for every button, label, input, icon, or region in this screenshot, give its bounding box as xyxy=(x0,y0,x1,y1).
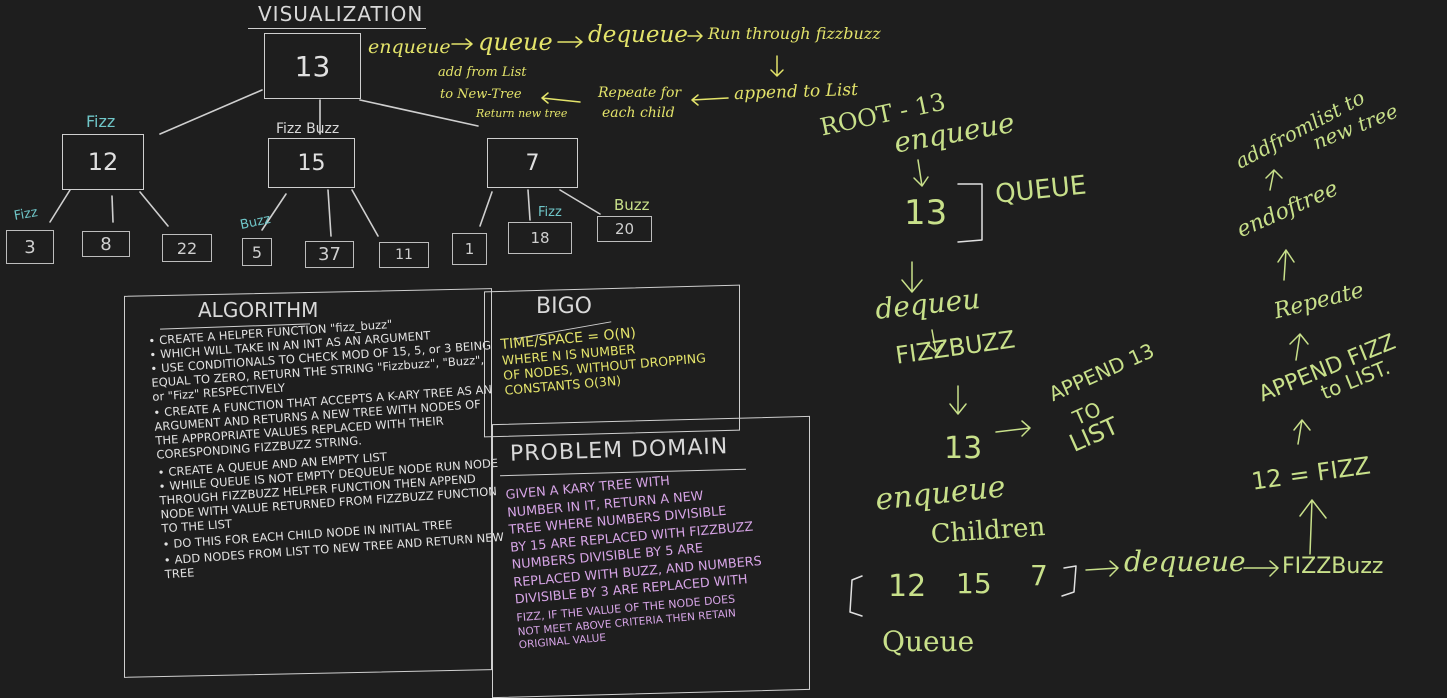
tree-leaf-1-value: 1 xyxy=(464,240,475,258)
node-15-tag: Fizz Buzz xyxy=(276,121,340,137)
walk-queue-value: 13 xyxy=(904,193,948,233)
tree-root-value: 13 xyxy=(294,49,331,83)
tree-leaf-20-value: 20 xyxy=(614,220,635,238)
tree-root-node: 13 xyxy=(264,33,361,99)
walk-dequeue-2: dequeue xyxy=(1124,545,1246,578)
tree-node-7-value: 7 xyxy=(525,150,540,176)
flow-queue: queue xyxy=(478,28,553,56)
tree-leaf-22-value: 22 xyxy=(176,238,198,258)
walk-queue-item-7: 7 xyxy=(1030,559,1048,592)
tree-leaf-22: 22 xyxy=(162,234,212,262)
tree-leaf-20: 20 xyxy=(597,216,652,242)
tree-leaf-8-value: 8 xyxy=(100,233,112,255)
flow-addlist-2: to New-Tree xyxy=(440,87,522,102)
problem-domain-text: GIVEN A KARY TREE WITH NUMBER IN IT, RET… xyxy=(505,461,818,653)
algorithm-list: CREATE A HELPER FUNCTION "fizz_buzz" WHI… xyxy=(148,310,509,581)
flow-enqueue: enqueue xyxy=(368,36,451,58)
tree-leaf-11: 11 xyxy=(379,242,429,268)
tree-node-15-value: 15 xyxy=(297,150,326,176)
queue-brackets xyxy=(849,183,1077,617)
flow-run-fizzbuzz: Run through fizzbuzz xyxy=(708,24,881,43)
tree-leaf-18: 18 xyxy=(508,222,572,254)
bigo-title: BIGO xyxy=(536,294,592,319)
walk-queue-2: Queue xyxy=(882,625,975,658)
walk-fizzbuzz-2: FIZZBuzz xyxy=(1282,554,1384,579)
tree-node-7: 7 xyxy=(487,138,578,188)
flow-repeat-2: each child xyxy=(602,105,675,121)
walk-queue-item-15: 15 xyxy=(956,567,992,600)
node-12-tag: Fizz xyxy=(86,112,116,131)
tree-leaf-3: 3 xyxy=(6,230,54,264)
tree-edges xyxy=(49,89,601,237)
algorithm-title: ALGORITHM xyxy=(198,298,319,322)
tree-node-12: 12 xyxy=(62,134,144,190)
tree-node-15: 15 xyxy=(268,138,355,188)
flow-append-list: append to List xyxy=(733,79,859,105)
flow-return-tree: Return new tree xyxy=(476,107,568,120)
tree-node-12-value: 12 xyxy=(87,148,119,176)
walk-queue-item-12: 12 xyxy=(888,569,927,604)
tree-leaf-37: 37 xyxy=(305,241,354,268)
tree-title: VISUALIZATION xyxy=(258,2,424,26)
flow-addlist-1: add from List xyxy=(438,65,527,80)
walkthrough-arrows xyxy=(901,159,1327,577)
walk-children: Children xyxy=(929,512,1047,550)
tree-leaf-8: 8 xyxy=(82,231,130,257)
leaf-3-tag: Fizz xyxy=(12,205,39,224)
tree-leaf-5: 5 xyxy=(242,238,272,266)
tree-leaf-18-value: 18 xyxy=(530,229,550,247)
tree-leaf-5-value: 5 xyxy=(251,242,263,262)
leaf-18-tag: Fizz xyxy=(538,205,562,220)
tree-leaf-37-value: 37 xyxy=(318,244,341,265)
tree-leaf-1: 1 xyxy=(452,233,487,265)
tree-leaf-3-value: 3 xyxy=(24,236,36,258)
flow-dequeue: dequeue xyxy=(588,22,688,48)
leaf-20-tag: Buzz xyxy=(614,196,650,214)
walk-result: 13 xyxy=(944,431,983,466)
flow-repeat-1: Repeate for xyxy=(598,85,682,101)
tree-title-underline xyxy=(248,28,426,29)
flow-arrows xyxy=(451,30,784,106)
tree-leaf-11-value: 11 xyxy=(395,247,413,263)
